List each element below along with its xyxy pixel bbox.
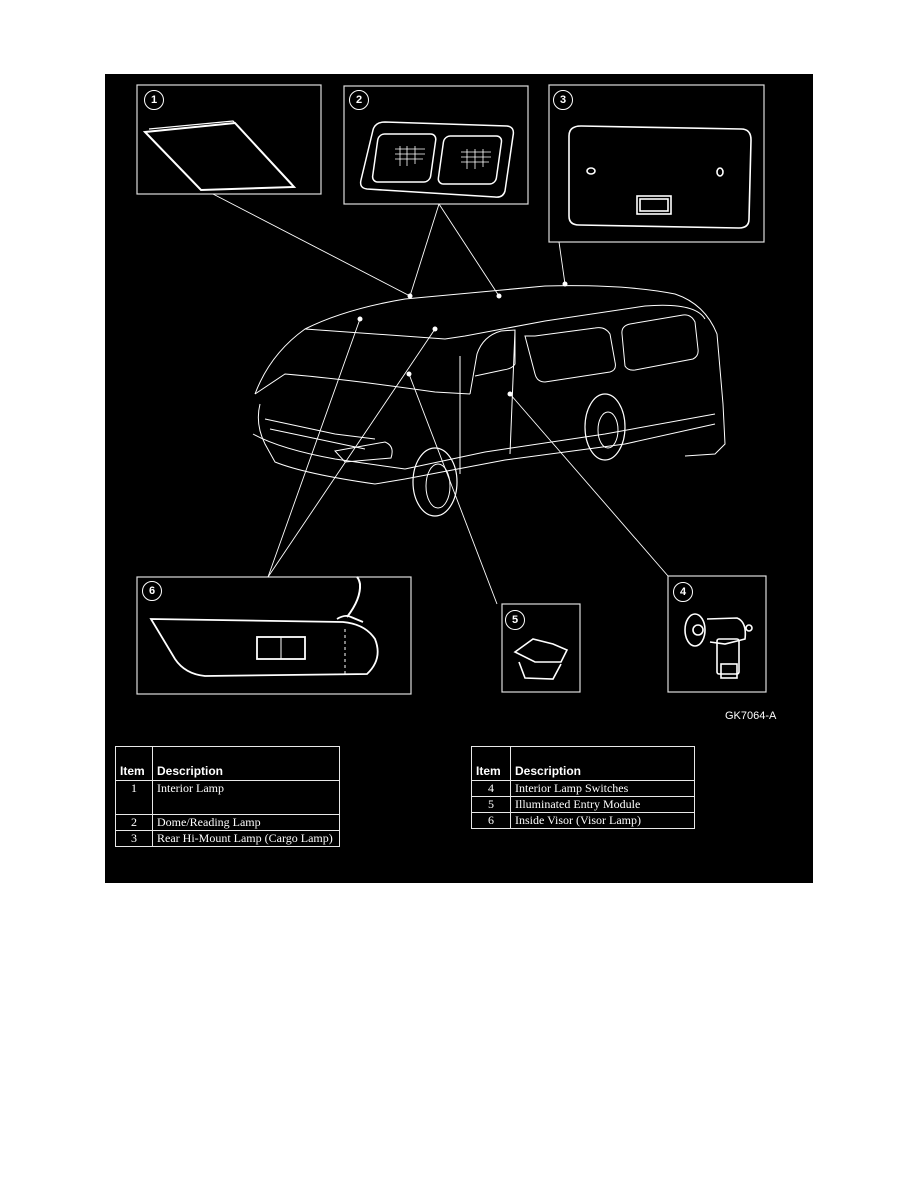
visor-lamp-icon <box>149 576 379 677</box>
callout-6: 6 <box>142 581 162 601</box>
callout-5: 5 <box>505 610 525 630</box>
inset-box-4 <box>667 575 767 693</box>
door-switch-icon <box>684 613 753 679</box>
inset-box-3 <box>548 84 765 243</box>
inset-box-2 <box>343 85 529 205</box>
item-number: 1 <box>115 780 153 815</box>
inset-box-5 <box>501 603 581 693</box>
item-description: Rear Hi-Mount Lamp (Cargo Lamp) <box>152 830 340 847</box>
header-item: Item <box>115 746 153 781</box>
figure-id: GK7064-A <box>725 710 777 722</box>
item-number: 5 <box>471 796 511 813</box>
table-row: 4 Interior Lamp Switches <box>471 780 695 797</box>
header-description: Description <box>510 746 695 781</box>
table-row: 2 Dome/Reading Lamp <box>115 814 340 831</box>
leader-lines <box>212 193 669 605</box>
item-number: 2 <box>115 814 153 831</box>
item-number: 3 <box>115 830 153 847</box>
item-description: Interior Lamp Switches <box>510 780 695 797</box>
item-number: 4 <box>471 780 511 797</box>
inset-box-6 <box>136 576 412 695</box>
item-description: Dome/Reading Lamp <box>152 814 340 831</box>
table-header-row: Item Description <box>115 746 340 781</box>
van-lamp-diagram <box>136 84 767 695</box>
van-outline-icon <box>252 285 726 517</box>
header-description: Description <box>152 746 340 781</box>
cargo-lamp-icon <box>568 125 752 229</box>
interior-lamp-lens-icon <box>142 120 297 192</box>
callout-2: 2 <box>349 90 369 110</box>
table-row: 5 Illuminated Entry Module <box>471 796 695 813</box>
inset-box-1 <box>136 84 322 195</box>
item-number: 6 <box>471 812 511 829</box>
callout-3: 3 <box>553 90 573 110</box>
dome-reading-lamp-icon <box>359 121 515 198</box>
entry-module-icon <box>513 638 569 680</box>
item-description: Inside Visor (Visor Lamp) <box>510 812 695 829</box>
header-item: Item <box>471 746 511 781</box>
diagram-panel: 1 2 3 4 5 6 GK7064-A Item Description 1 … <box>105 74 813 883</box>
table-header-row: Item Description <box>471 746 695 781</box>
legend-table-1: Item Description 1 Interior Lamp 2 Dome/… <box>115 746 340 847</box>
table-row: 6 Inside Visor (Visor Lamp) <box>471 812 695 829</box>
item-description: Interior Lamp <box>152 780 340 815</box>
legend-table-2: Item Description 4 Interior Lamp Switche… <box>471 746 695 829</box>
callout-4: 4 <box>673 582 693 602</box>
table-row: 1 Interior Lamp <box>115 780 340 815</box>
callout-1: 1 <box>144 90 164 110</box>
table-row: 3 Rear Hi-Mount Lamp (Cargo Lamp) <box>115 830 340 847</box>
item-description: Illuminated Entry Module <box>510 796 695 813</box>
